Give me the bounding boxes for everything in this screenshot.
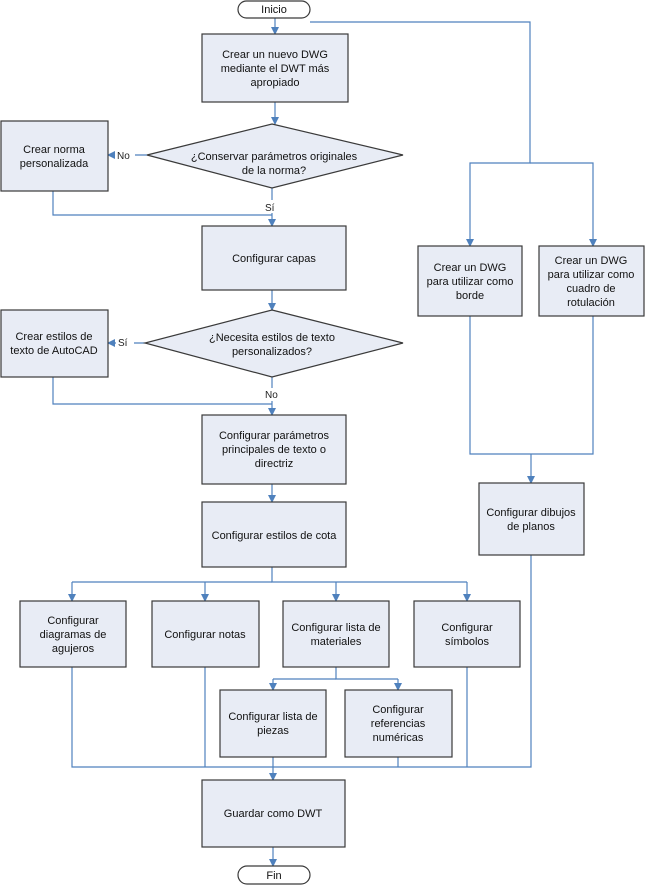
node-dibujos-planos: Configurar dibujos de planos xyxy=(478,482,585,556)
node-estilos-autocad: Crear estilos de texto de AutoCAD xyxy=(0,309,109,378)
edge-crear-norma-merge xyxy=(52,191,272,216)
node-label-line: Configurar xyxy=(47,615,99,627)
node-guardar-dwt-label: Guardar como DWT xyxy=(224,808,323,820)
node-label-line: para utilizar como xyxy=(427,276,514,288)
edge-label-bg xyxy=(262,200,280,213)
node-label-line: borde xyxy=(456,290,484,302)
node-label-line: Configurar xyxy=(441,622,493,634)
node-nuevo-dwg: Crear un nuevo DWG mediante el DWT más apr… xyxy=(201,33,349,103)
node-dwg-cuadro-label: Crear un DWG para utilizar como cuadro de r… xyxy=(548,255,635,309)
node-inicio: Inicio xyxy=(237,0,311,19)
node-capas-label: Configurar capas xyxy=(232,253,316,265)
edge-cota-distribution xyxy=(271,567,467,583)
node-parametros-texto: Configurar parámetros principales de text… xyxy=(201,414,347,485)
node-simbolos-label: Configurar símbolos xyxy=(441,622,493,648)
node-label-line: Crear estilos de xyxy=(15,331,92,343)
node-dwg-cuadro: Crear un DWG para utilizar como cuadro de r… xyxy=(538,245,645,317)
node-label-line: Crear un DWG xyxy=(434,262,507,274)
edge-label-no-conservar: No xyxy=(117,151,130,162)
node-lista-piezas: Configurar lista de piezas xyxy=(219,689,327,758)
node-label-line: directriz xyxy=(255,458,294,470)
node-label-line: Configurar lista de xyxy=(291,622,380,634)
edge-label-si-necesita: Sí xyxy=(118,338,128,349)
edge-label-bg xyxy=(262,388,282,401)
node-label-line: Guardar como DWT xyxy=(224,808,323,820)
node-label-line: personalizada xyxy=(20,158,89,170)
edge-label-si-conservar: Sí xyxy=(265,203,275,214)
node-crear-norma: Crear norma personalizada xyxy=(0,120,109,192)
node-guardar-dwt: Guardar como DWT xyxy=(201,779,346,848)
node-label-line: Configurar parámetros xyxy=(219,430,330,442)
node-label-line: ¿Necesita estilos de texto xyxy=(209,332,335,344)
node-label-line: para utilizar como xyxy=(548,269,635,281)
edge-branch-to-cuadro xyxy=(530,162,597,247)
edge-to-diagramas xyxy=(72,581,272,601)
node-label-line: Configurar estilos de cota xyxy=(212,530,338,542)
node-label-line: rotulación xyxy=(567,297,615,309)
node-estilos-cota-label: Configurar estilos de cota xyxy=(212,530,338,542)
node-label-line: Configurar dibujos xyxy=(486,507,576,519)
node-label-line: símbolos xyxy=(445,636,490,648)
node-conservar-label: ¿Conservar parámetros originales de la no… xyxy=(191,151,358,177)
node-label-line: de planos xyxy=(507,521,555,533)
node-notas-label: Configurar notas xyxy=(164,629,246,641)
node-label-line: Crear un nuevo DWG xyxy=(222,49,328,61)
node-lista-materiales: Configurar lista de materiales xyxy=(282,600,390,668)
node-diagramas-agujeros-label: Configurar diagramas de agujeros xyxy=(40,615,107,655)
node-label-line: ¿Conservar parámetros originales xyxy=(191,151,358,163)
node-label-line: materiales xyxy=(311,636,362,648)
node-lista-materiales-label: Configurar lista de materiales xyxy=(291,622,380,648)
node-parametros-texto-label: Configurar parámetros principales de text… xyxy=(219,430,330,470)
node-simbolos: Configurar símbolos xyxy=(413,600,521,668)
node-capas: Configurar capas xyxy=(201,225,347,291)
node-estilos-cota: Configurar estilos de cota xyxy=(201,501,347,568)
node-fin-label: Fin xyxy=(266,870,281,882)
node-fin: Fin xyxy=(237,865,311,885)
node-label-line: principales de texto o xyxy=(222,444,326,456)
node-label-line: texto de AutoCAD xyxy=(10,345,97,357)
node-inicio-label: Inicio xyxy=(261,4,287,16)
node-label-line: Configurar lista de xyxy=(228,711,317,723)
edge-to-piezas xyxy=(273,678,336,690)
edge-label-bg xyxy=(115,148,135,161)
edge-borde-merge xyxy=(469,316,594,455)
node-lista-piezas-label: Configurar lista de piezas xyxy=(228,711,317,737)
node-estilos-autocad-label: Crear estilos de texto de AutoCAD xyxy=(10,331,97,357)
node-referencias-label: Configurar referencias numéricas xyxy=(371,704,426,744)
node-necesita-decision: ¿Necesita estilos de texto personalizados… xyxy=(142,309,404,378)
edge-labels: No Sí Sí No xyxy=(115,148,282,401)
node-label-line: apropiado xyxy=(251,77,300,89)
node-label-line: mediante el DWT más xyxy=(221,63,330,75)
node-dwg-borde: Crear un DWG para utilizar como borde xyxy=(417,245,523,317)
node-label-line: Crear un DWG xyxy=(555,255,628,267)
node-label-line: numéricas xyxy=(373,732,424,744)
node-label-line: Crear norma xyxy=(23,144,86,156)
node-dibujos-planos-label: Configurar dibujos de planos xyxy=(486,507,576,533)
node-conservar-decision: ¿Conservar parámetros originales de la no… xyxy=(146,123,404,189)
node-label-line: Configurar xyxy=(372,704,424,716)
node-referencias: Configurar referencias numéricas xyxy=(344,689,453,758)
node-label-line: referencias xyxy=(371,718,426,730)
node-label-line: personalizados? xyxy=(232,346,312,358)
edge-final-collector xyxy=(71,555,532,768)
node-label-line: de la norma? xyxy=(242,165,306,177)
connectors xyxy=(52,18,597,867)
node-necesita-label: ¿Necesita estilos de texto personalizados… xyxy=(209,332,335,358)
node-label-line: cuadro de xyxy=(567,283,616,295)
node-label-line: diagramas de xyxy=(40,629,107,641)
edge-label-no-necesita: No xyxy=(265,390,278,401)
edge-label-bg xyxy=(116,336,134,349)
edge-materiales-split xyxy=(335,667,398,680)
node-label-line: piezas xyxy=(257,725,289,737)
edge-estilos-autocad-merge xyxy=(52,377,272,405)
node-notas: Configurar notas xyxy=(151,600,260,668)
node-label-line: agujeros xyxy=(52,643,95,655)
node-crear-norma-label: Crear norma personalizada xyxy=(20,144,89,170)
node-label-line: Configurar notas xyxy=(164,629,246,641)
node-dwg-borde-label: Crear un DWG para utilizar como borde xyxy=(427,262,514,302)
node-diagramas-agujeros: Configurar diagramas de agujeros xyxy=(19,600,127,668)
node-label-line: Configurar capas xyxy=(232,253,316,265)
node-nuevo-dwg-label: Crear un nuevo DWG mediante el DWT más apr… xyxy=(221,49,330,89)
